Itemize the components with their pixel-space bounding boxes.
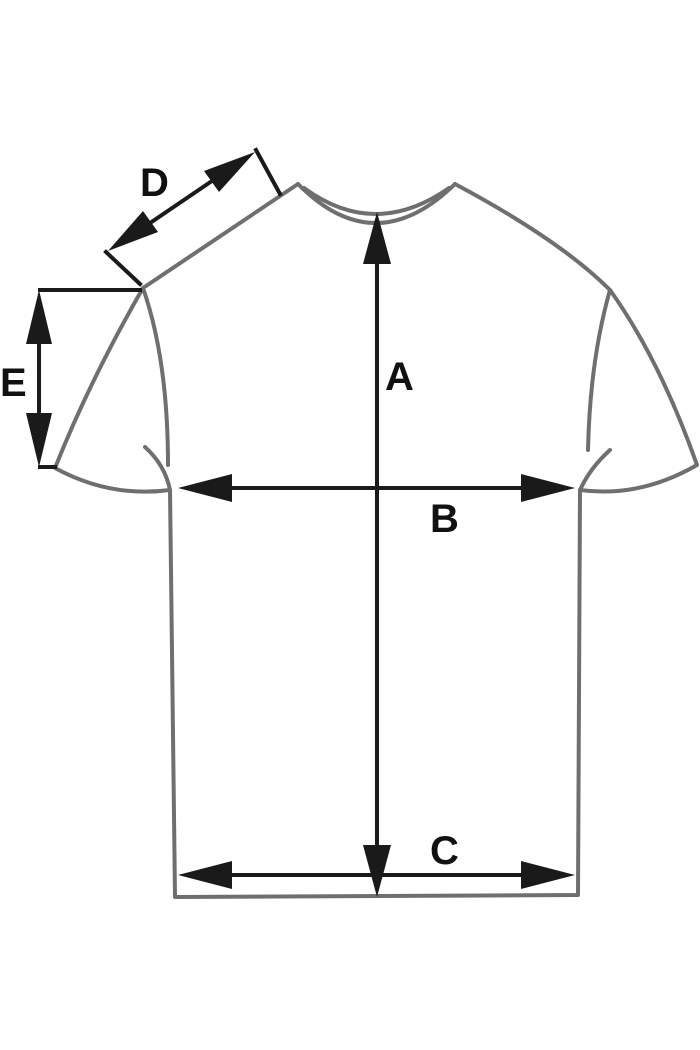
measurement-c-arrow-left bbox=[178, 861, 232, 889]
measurement-b-arrow-right bbox=[521, 474, 575, 502]
measurement-b-arrow-left bbox=[178, 474, 232, 502]
tshirt-neckline-inner bbox=[302, 186, 451, 216]
measurement-d: D bbox=[103, 147, 283, 287]
measurement-e-label: E bbox=[0, 361, 27, 405]
measurement-d-label: D bbox=[140, 161, 169, 205]
measurement-d-extension-top bbox=[253, 147, 283, 197]
measurement-b-label: B bbox=[430, 497, 459, 541]
measurement-a: A bbox=[363, 212, 414, 897]
tshirt-outline bbox=[53, 182, 699, 899]
measurement-a-label: A bbox=[385, 355, 414, 399]
measurement-e: E bbox=[0, 288, 142, 469]
tshirt-left-underarm-fold bbox=[143, 445, 172, 492]
tshirt-right-armhole-seam bbox=[586, 288, 612, 452]
measurement-b: B bbox=[178, 474, 575, 541]
measurement-c-arrow-right bbox=[521, 861, 575, 889]
measurement-a-arrow-bottom bbox=[363, 845, 391, 897]
measurement-d-arrow-bottom bbox=[108, 211, 158, 251]
measurement-c: C bbox=[178, 829, 575, 889]
measurement-d-extension-bottom bbox=[103, 249, 143, 287]
tshirt-right-underarm-fold bbox=[578, 448, 612, 492]
measurement-c-label: C bbox=[430, 829, 459, 873]
measurement-a-arrow-top bbox=[363, 212, 391, 264]
tshirt-left-armhole-seam bbox=[141, 286, 170, 467]
measurement-e-arrow-top bbox=[26, 290, 52, 344]
measurement-e-arrow-bottom bbox=[26, 413, 52, 467]
measurement-d-arrow-top bbox=[204, 152, 255, 192]
tshirt-body-outline bbox=[53, 182, 699, 899]
